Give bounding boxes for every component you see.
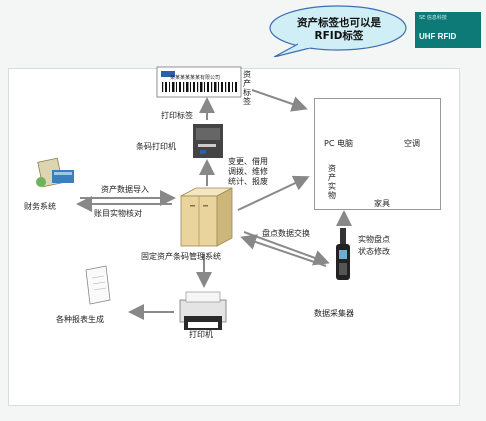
- physical-assets-label: 资产实物: [328, 164, 336, 200]
- exchange-edge-label: 盘点数据交换: [262, 229, 310, 238]
- ops-edge-line-3: 统计、报废: [228, 177, 268, 186]
- collector-label: 数据采集器: [314, 309, 354, 318]
- handheld-collector-icon: [336, 228, 350, 280]
- ac-label: 空调: [404, 139, 420, 148]
- barcode-printer-icon: [193, 124, 223, 158]
- logo-company: SE 信息科技: [419, 15, 447, 21]
- logo-text: UHF RFID: [419, 32, 457, 41]
- system-label: 固定资产条码管理系统: [141, 252, 221, 261]
- report-scroll-icon: [85, 265, 111, 305]
- print-tag-label: 打印标签: [161, 111, 193, 120]
- barcode-tiny-text: 某某某某某某有限公司: [170, 75, 221, 81]
- import-edge-label: 资产数据导入: [101, 185, 149, 194]
- uhf-rfid-logo: SE 信息科技 UHF RFID: [415, 12, 481, 48]
- callout-bubble: 资产标签也可以是RFID标签: [258, 2, 408, 57]
- server-cabinet-icon: [180, 187, 233, 247]
- asset-tag-label: 资产标签: [243, 70, 251, 106]
- finance-system-icon: [36, 157, 74, 188]
- reports-label: 各种报表生成: [56, 315, 104, 324]
- pc-label: PC 电脑: [324, 139, 353, 148]
- barcode-label-icon: [156, 66, 242, 98]
- ops-edge-line-2: 调拨、维修: [228, 167, 268, 176]
- ops-edge-line-1: 变更、借用: [228, 157, 268, 166]
- barcode-printer-label: 条码打印机: [136, 142, 176, 151]
- printer-label: 打印机: [189, 330, 213, 339]
- callout-text: 资产标签也可以是RFID标签: [297, 17, 381, 42]
- reconcile-edge-label: 账目实物核对: [94, 209, 142, 218]
- furniture-label: 家具: [374, 199, 390, 208]
- inventory-edge-line-1: 实物盘点: [358, 235, 390, 244]
- printer-icon: [179, 291, 227, 330]
- callout-shape: [269, 5, 407, 57]
- finance-system-label: 财务系统: [24, 202, 56, 211]
- physical-assets-box: [314, 98, 441, 210]
- inventory-edge-line-2: 状态修改: [358, 247, 390, 256]
